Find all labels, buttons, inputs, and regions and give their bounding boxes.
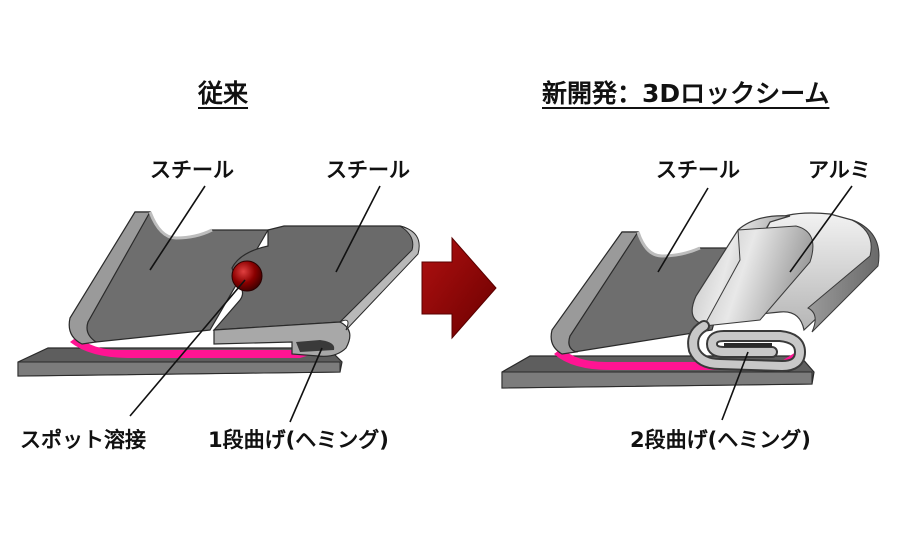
label-spot-weld: スポット溶接 <box>20 428 146 452</box>
hem-gap <box>724 343 772 347</box>
new-assembly <box>501 212 880 389</box>
transition-arrow-icon <box>421 236 497 340</box>
label-hem-1: 1段曲げ(ヘミング) <box>208 428 389 452</box>
label-left-steel-1: スチール <box>150 158 234 182</box>
left-hem-inner <box>296 340 335 352</box>
label-left-steel-2: スチール <box>326 158 410 182</box>
left-flange-highlight <box>148 211 213 240</box>
label-right-steel: スチール <box>656 158 740 182</box>
double-hem-curl-face <box>689 322 805 371</box>
right-flange-highlight <box>636 231 701 258</box>
left-adhesive <box>70 336 334 358</box>
right-leader-lines <box>657 185 853 421</box>
label-hem-2: 2段曲げ(ヘミング) <box>630 428 811 452</box>
left-steel-flange <box>68 211 152 345</box>
left-base-front-face <box>17 361 341 377</box>
aluminum-body <box>703 225 814 327</box>
right-steel-flange <box>550 231 640 355</box>
title-new-development: 新開発：3Dロックシーム <box>542 79 830 108</box>
right-base-front-face <box>501 371 813 389</box>
left-leader-lines <box>129 185 381 423</box>
title-conventional: 従来 <box>198 79 249 108</box>
label-aluminum: アルミ <box>808 158 871 182</box>
left-side-roll <box>339 225 420 331</box>
conventional-assembly <box>17 211 420 377</box>
aluminum-end-cap <box>807 219 880 333</box>
spot-weld-icon <box>231 260 263 292</box>
